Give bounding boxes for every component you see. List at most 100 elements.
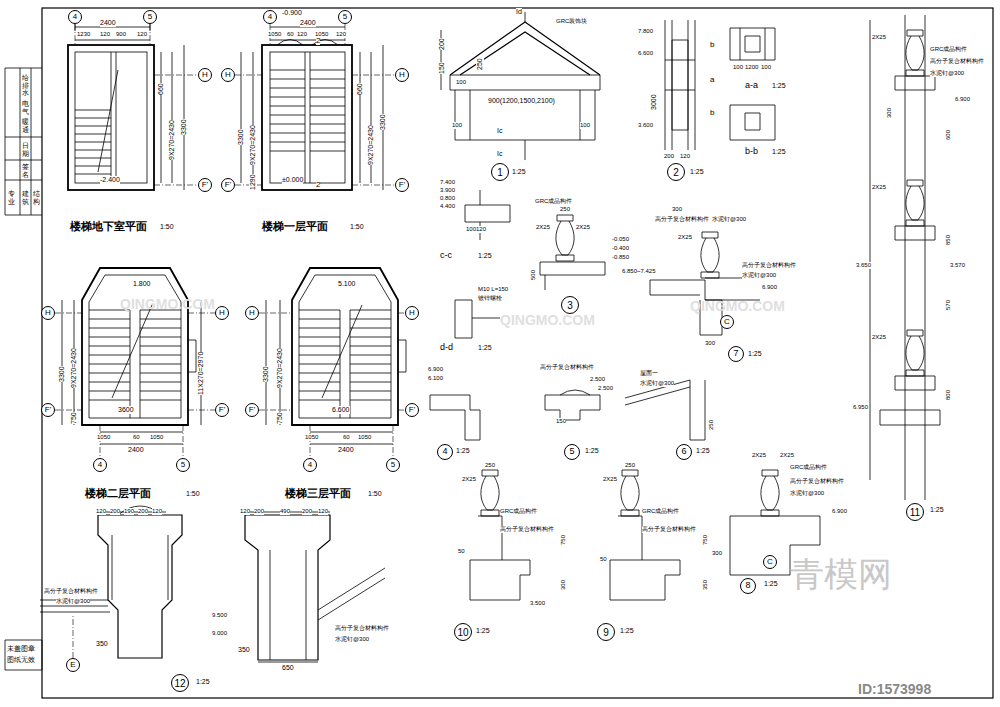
- annotation: 水泥钉@300: [335, 636, 369, 643]
- bubble-text: 6: [681, 447, 686, 457]
- axis-bubble: F': [215, 403, 229, 417]
- axis-bubble: 4: [263, 10, 277, 24]
- watermark: ID:1573998: [858, 681, 931, 697]
- annotation: 150: [438, 62, 446, 74]
- axis-bubble: 5: [386, 458, 400, 472]
- annotation: 6.900: [955, 96, 970, 103]
- annotation: 1:25: [585, 447, 599, 455]
- annotation: 3000: [650, 94, 658, 110]
- annotation: 2X25: [872, 334, 886, 341]
- annotation: 200: [138, 508, 148, 515]
- bubble-text: H: [409, 309, 415, 318]
- annotation: 1:25: [696, 447, 710, 455]
- annotation: 6.600: [638, 50, 653, 57]
- annotation: 6.900: [762, 284, 777, 291]
- annotation: 水泥钉@300: [742, 272, 776, 279]
- annotation: 300: [712, 550, 722, 557]
- annotation: 1:25: [620, 627, 634, 635]
- annotation: 200: [664, 153, 674, 160]
- bubble-text: 4: [268, 13, 272, 22]
- annotation: 300: [886, 108, 893, 118]
- bubble-text: 4: [98, 461, 102, 470]
- bubble-text: 4: [442, 447, 447, 457]
- annotation: 高分子复合材料构件: [540, 364, 594, 371]
- annotation: 200: [110, 508, 120, 515]
- annotation: 2400: [128, 446, 144, 454]
- detail-callout: 5: [564, 444, 580, 460]
- title-block-text: 电气: [22, 100, 29, 115]
- annotation: 1050: [268, 31, 281, 38]
- annotation: 350: [238, 646, 250, 654]
- annotation: 800: [945, 390, 952, 400]
- annotation: 水泥钉@300: [790, 490, 824, 497]
- annotation: 9X270=2430: [367, 125, 375, 165]
- axis-bubble: H: [215, 306, 229, 320]
- axis-bubble: F': [221, 178, 235, 192]
- title-block-text: 签名: [22, 163, 29, 178]
- plan-wall-inner: [75, 52, 147, 183]
- annotation: 高分子复合材料构件: [930, 58, 984, 65]
- watermark: QINGMO.COM: [500, 312, 595, 328]
- annotation: 2400: [100, 19, 116, 27]
- bubble-text: H: [45, 309, 51, 318]
- annotation: 3.900: [440, 187, 455, 194]
- annotation: 3600: [118, 406, 134, 414]
- bubble-text: F': [399, 181, 405, 190]
- axis-bubble: F': [405, 403, 419, 417]
- detail-callout: 8: [740, 578, 756, 594]
- annotation: 120: [137, 31, 147, 38]
- annotation: -0.400: [612, 245, 629, 252]
- annotation: 1290: [249, 174, 257, 190]
- axis-bubble: F': [245, 403, 259, 417]
- section-cc: [465, 190, 510, 240]
- annotation: 9X270=2430: [276, 348, 284, 388]
- annotation: 3300: [379, 114, 387, 130]
- annotation: 250: [560, 206, 570, 213]
- annotation: 100: [761, 64, 771, 71]
- annotation: 高分子复合材料构件: [44, 588, 98, 595]
- annotation: 1:25: [478, 344, 492, 352]
- annotation: 3300: [58, 366, 66, 382]
- annotation: 高分子复合材料构件: [790, 478, 844, 485]
- annotation: 1:25: [196, 678, 210, 686]
- annotation: 1:25: [512, 168, 526, 176]
- annotation: 60: [343, 434, 350, 441]
- drawing-title: 楼梯二层平面: [85, 487, 151, 500]
- annotation: 1200: [745, 64, 758, 71]
- annotation: 120: [240, 508, 250, 515]
- bubble-text: 11: [910, 507, 920, 518]
- bubble-text: 8: [745, 581, 750, 591]
- annotation: 2: [316, 180, 320, 189]
- annotation: 750: [276, 412, 284, 424]
- annotation: 1:25: [764, 580, 778, 588]
- stair-plan-3: [292, 268, 406, 425]
- annotation: 3.570: [950, 262, 965, 269]
- annotation: 250: [476, 58, 484, 70]
- annotation: 1:25: [456, 447, 470, 455]
- annotation: 300: [705, 340, 715, 347]
- axis-bubble: 4: [303, 458, 317, 472]
- annotation: GRC成品构件: [500, 508, 537, 515]
- plan-wall: [68, 45, 154, 190]
- annotation: 120: [152, 508, 162, 515]
- annotation: 120: [96, 508, 106, 515]
- bubble-text: 7: [733, 349, 738, 359]
- annotation: 1:25: [476, 627, 490, 635]
- title-block-text: 建筑: [22, 190, 29, 205]
- axis-bubble: 5: [176, 458, 190, 472]
- bubble-text: 4: [308, 461, 312, 470]
- axis-lines: [235, 24, 395, 185]
- bubble-text: 5: [148, 13, 152, 22]
- bubble-text: F': [409, 406, 415, 415]
- annotation: 100: [580, 122, 590, 129]
- bubble-text: H: [399, 71, 405, 80]
- annotation: 50: [458, 548, 465, 555]
- annotation: 水泥钉@300: [712, 216, 746, 223]
- stair-treads: [270, 40, 345, 184]
- annotation: c-c: [440, 250, 452, 260]
- section-aa-bb: [730, 28, 775, 140]
- watermark: QINGMO.COM: [120, 296, 215, 312]
- annotation: 9.500: [212, 612, 227, 619]
- plan-wall: [262, 45, 352, 190]
- annotation: 1:25: [690, 168, 704, 176]
